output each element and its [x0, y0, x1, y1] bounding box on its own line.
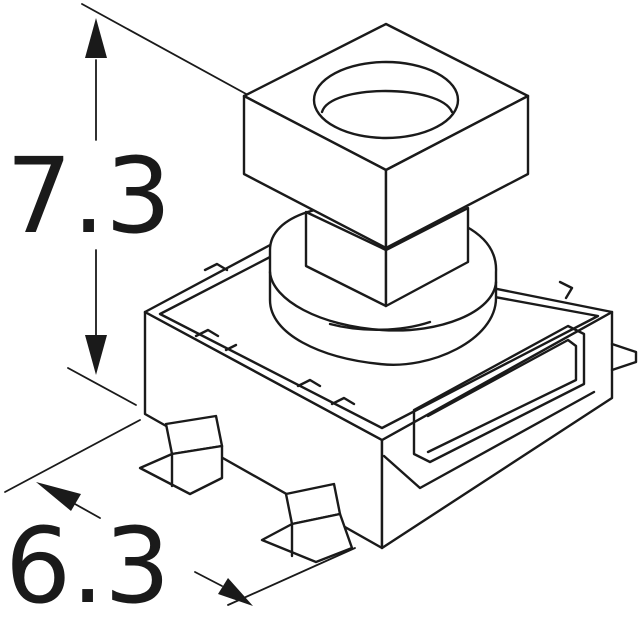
height-arrow-up-icon: [85, 18, 107, 58]
stem-right-face: [384, 206, 470, 308]
width-extension-line-left: [4, 419, 141, 493]
collar-highlight: [328, 320, 432, 331]
body-top-rim: [158, 254, 600, 430]
width-arrow-left-icon: [36, 482, 81, 511]
height-dimension-label: 7.3: [6, 135, 171, 257]
terminals: [138, 414, 354, 564]
terminal-left-foot: [138, 444, 224, 496]
height-extension-line-top: [81, 3, 249, 96]
body-rear-notches: [203, 262, 574, 300]
height-arrow-down-icon: [85, 335, 107, 375]
terminal-right: [260, 482, 354, 564]
body-notches: [194, 328, 356, 406]
actuator-stem: [304, 206, 470, 308]
width-dimension-line-right: [194, 571, 223, 587]
side-ledge: [382, 390, 596, 490]
terminal-right-foot: [260, 512, 354, 564]
side-recess: [412, 324, 586, 464]
width-dimension: 6.3: [4, 419, 356, 627]
width-dimension-label: 6.3: [5, 505, 170, 627]
width-extension-line-right: [227, 547, 356, 606]
terminal-left: [138, 414, 224, 496]
square-cap: [242, 22, 530, 250]
cap-hole-outer: [312, 60, 460, 140]
height-extension-line-bottom: [67, 367, 137, 406]
height-dimension: 7.3: [6, 3, 249, 406]
width-dimension-line-left: [74, 503, 101, 519]
right-terminal-stub: [610, 342, 638, 372]
width-arrow-right-icon: [218, 578, 253, 606]
cap-hole-inner: [320, 89, 454, 114]
side-recess-inner: [426, 338, 578, 454]
cap-right-face: [384, 94, 530, 250]
